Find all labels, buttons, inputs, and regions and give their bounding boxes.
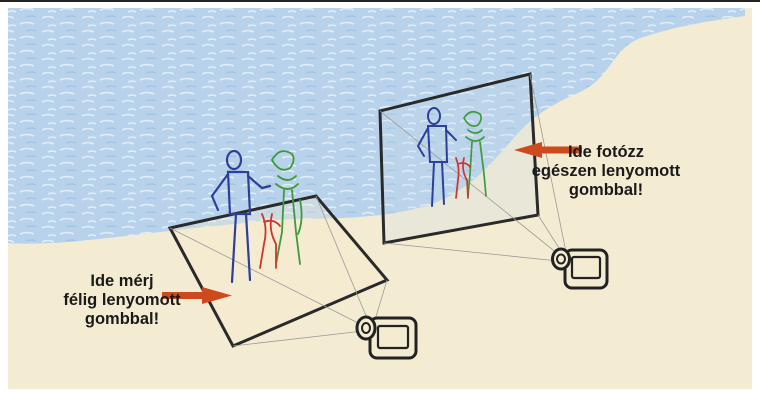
measure-caption-line2: félig lenyomott: [60, 291, 184, 310]
measure-caption-line3: gombbal!: [60, 310, 184, 329]
measure-caption-line1: Ide mérj: [60, 272, 184, 291]
shoot-caption-line1: Ide fotózz: [530, 143, 682, 162]
shoot-caption-line2: egészen lenyomott: [530, 162, 682, 181]
measure-caption: Ide mérj félig lenyomott gombbal!: [60, 272, 184, 329]
shoot-caption: Ide fotózz egészen lenyomott gombbal!: [530, 143, 682, 200]
top-border: [0, 0, 760, 2]
shoot-caption-line3: gombbal!: [530, 181, 682, 200]
